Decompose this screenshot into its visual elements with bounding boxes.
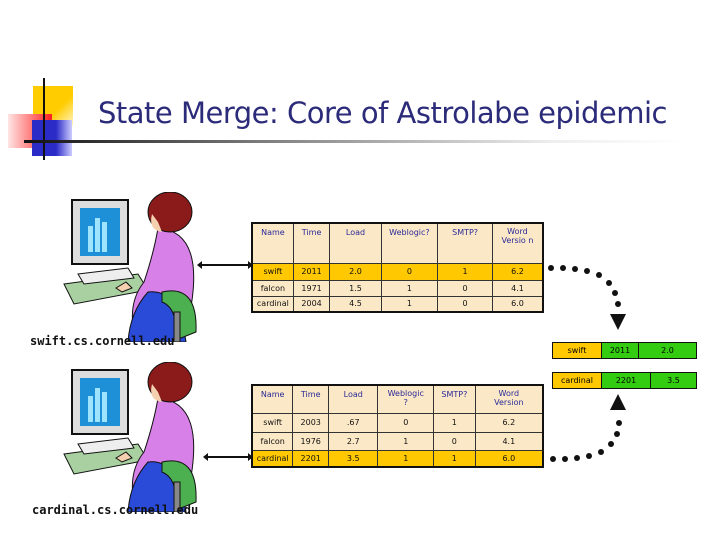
cell: 1976 bbox=[292, 431, 330, 451]
cell: 0 bbox=[433, 431, 476, 451]
link-arrow-cardinal bbox=[203, 453, 253, 461]
merged-row-cardinal: cardinal 2201 3.5 bbox=[552, 372, 697, 389]
cell: 6.2 bbox=[491, 262, 544, 281]
merged-cell-load: 2.0 bbox=[639, 343, 696, 358]
cell: 2.7 bbox=[328, 431, 379, 451]
col-header: Name bbox=[251, 222, 294, 264]
merged-row-swift: swift 2011 2.0 bbox=[552, 342, 697, 359]
cell: 0 bbox=[380, 262, 439, 281]
cell: 0 bbox=[377, 412, 435, 433]
cell: 1 bbox=[380, 295, 439, 313]
merged-cell-time: 2011 bbox=[602, 343, 639, 358]
cell: 4.1 bbox=[491, 279, 544, 297]
person-at-computer-icon bbox=[63, 192, 197, 342]
cell: 6.0 bbox=[491, 295, 544, 313]
col-header: Time bbox=[292, 384, 330, 414]
title-underline bbox=[24, 140, 684, 143]
title-decoration-vline bbox=[43, 78, 45, 160]
cell: 1 bbox=[380, 279, 439, 297]
cell: 1.5 bbox=[329, 279, 382, 297]
title-decoration-blue bbox=[32, 120, 72, 156]
cell: 2003 bbox=[292, 412, 330, 433]
cell: 4.1 bbox=[474, 431, 544, 451]
col-header: Weblogic ? bbox=[377, 384, 435, 414]
cell: swift bbox=[251, 412, 294, 433]
cell: cardinal bbox=[251, 449, 294, 468]
col-header: Load bbox=[328, 384, 379, 414]
col-header: Word Version bbox=[474, 384, 544, 414]
link-arrow-swift bbox=[197, 261, 253, 269]
cell: 1971 bbox=[292, 279, 331, 297]
cell: 1 bbox=[377, 431, 435, 451]
cell: 2004 bbox=[292, 295, 331, 313]
cell: swift bbox=[251, 262, 294, 281]
merged-cell-load: 3.5 bbox=[651, 373, 696, 388]
cell: falcon bbox=[251, 279, 294, 297]
merged-cell-name: swift bbox=[553, 343, 602, 358]
cell: 0 bbox=[437, 295, 493, 313]
cell: 2201 bbox=[292, 449, 330, 468]
cell: cardinal bbox=[251, 295, 294, 313]
cell: 1 bbox=[433, 412, 476, 433]
cell: 0 bbox=[437, 279, 493, 297]
col-header: Word Versio n bbox=[491, 222, 544, 264]
cell: falcon bbox=[251, 431, 294, 451]
col-header: Load bbox=[329, 222, 382, 264]
host-label-swift: swift.cs.cornell.edu bbox=[30, 334, 175, 348]
cell: 6.0 bbox=[474, 449, 544, 468]
cell: 2.0 bbox=[329, 262, 382, 281]
cell: 6.2 bbox=[474, 412, 544, 433]
cell: .67 bbox=[328, 412, 379, 433]
col-header: Name bbox=[251, 384, 294, 414]
slide-title: State Merge: Core of Astrolabe epidemic bbox=[98, 96, 667, 130]
merged-cell-time: 2201 bbox=[602, 373, 651, 388]
state-table-swift: Name Time Load Weblogic? SMTP? Word Vers… bbox=[251, 222, 544, 313]
col-header: SMTP? bbox=[433, 384, 476, 414]
cell: 1 bbox=[437, 262, 493, 281]
col-header: SMTP? bbox=[437, 222, 493, 264]
state-table-cardinal: Name Time Load Weblogic ? SMTP? Word Ver… bbox=[251, 384, 544, 468]
cell: 2011 bbox=[292, 262, 331, 281]
cell: 3.5 bbox=[328, 449, 379, 468]
col-header: Weblogic? bbox=[380, 222, 439, 264]
person-at-computer-icon bbox=[63, 362, 197, 512]
col-header: Time bbox=[292, 222, 331, 264]
merged-cell-name: cardinal bbox=[553, 373, 602, 388]
cell: 1 bbox=[377, 449, 435, 468]
cell: 4.5 bbox=[329, 295, 382, 313]
host-label-cardinal: cardinal.cs.cornell.edu bbox=[32, 503, 199, 517]
cell: 1 bbox=[433, 449, 476, 468]
